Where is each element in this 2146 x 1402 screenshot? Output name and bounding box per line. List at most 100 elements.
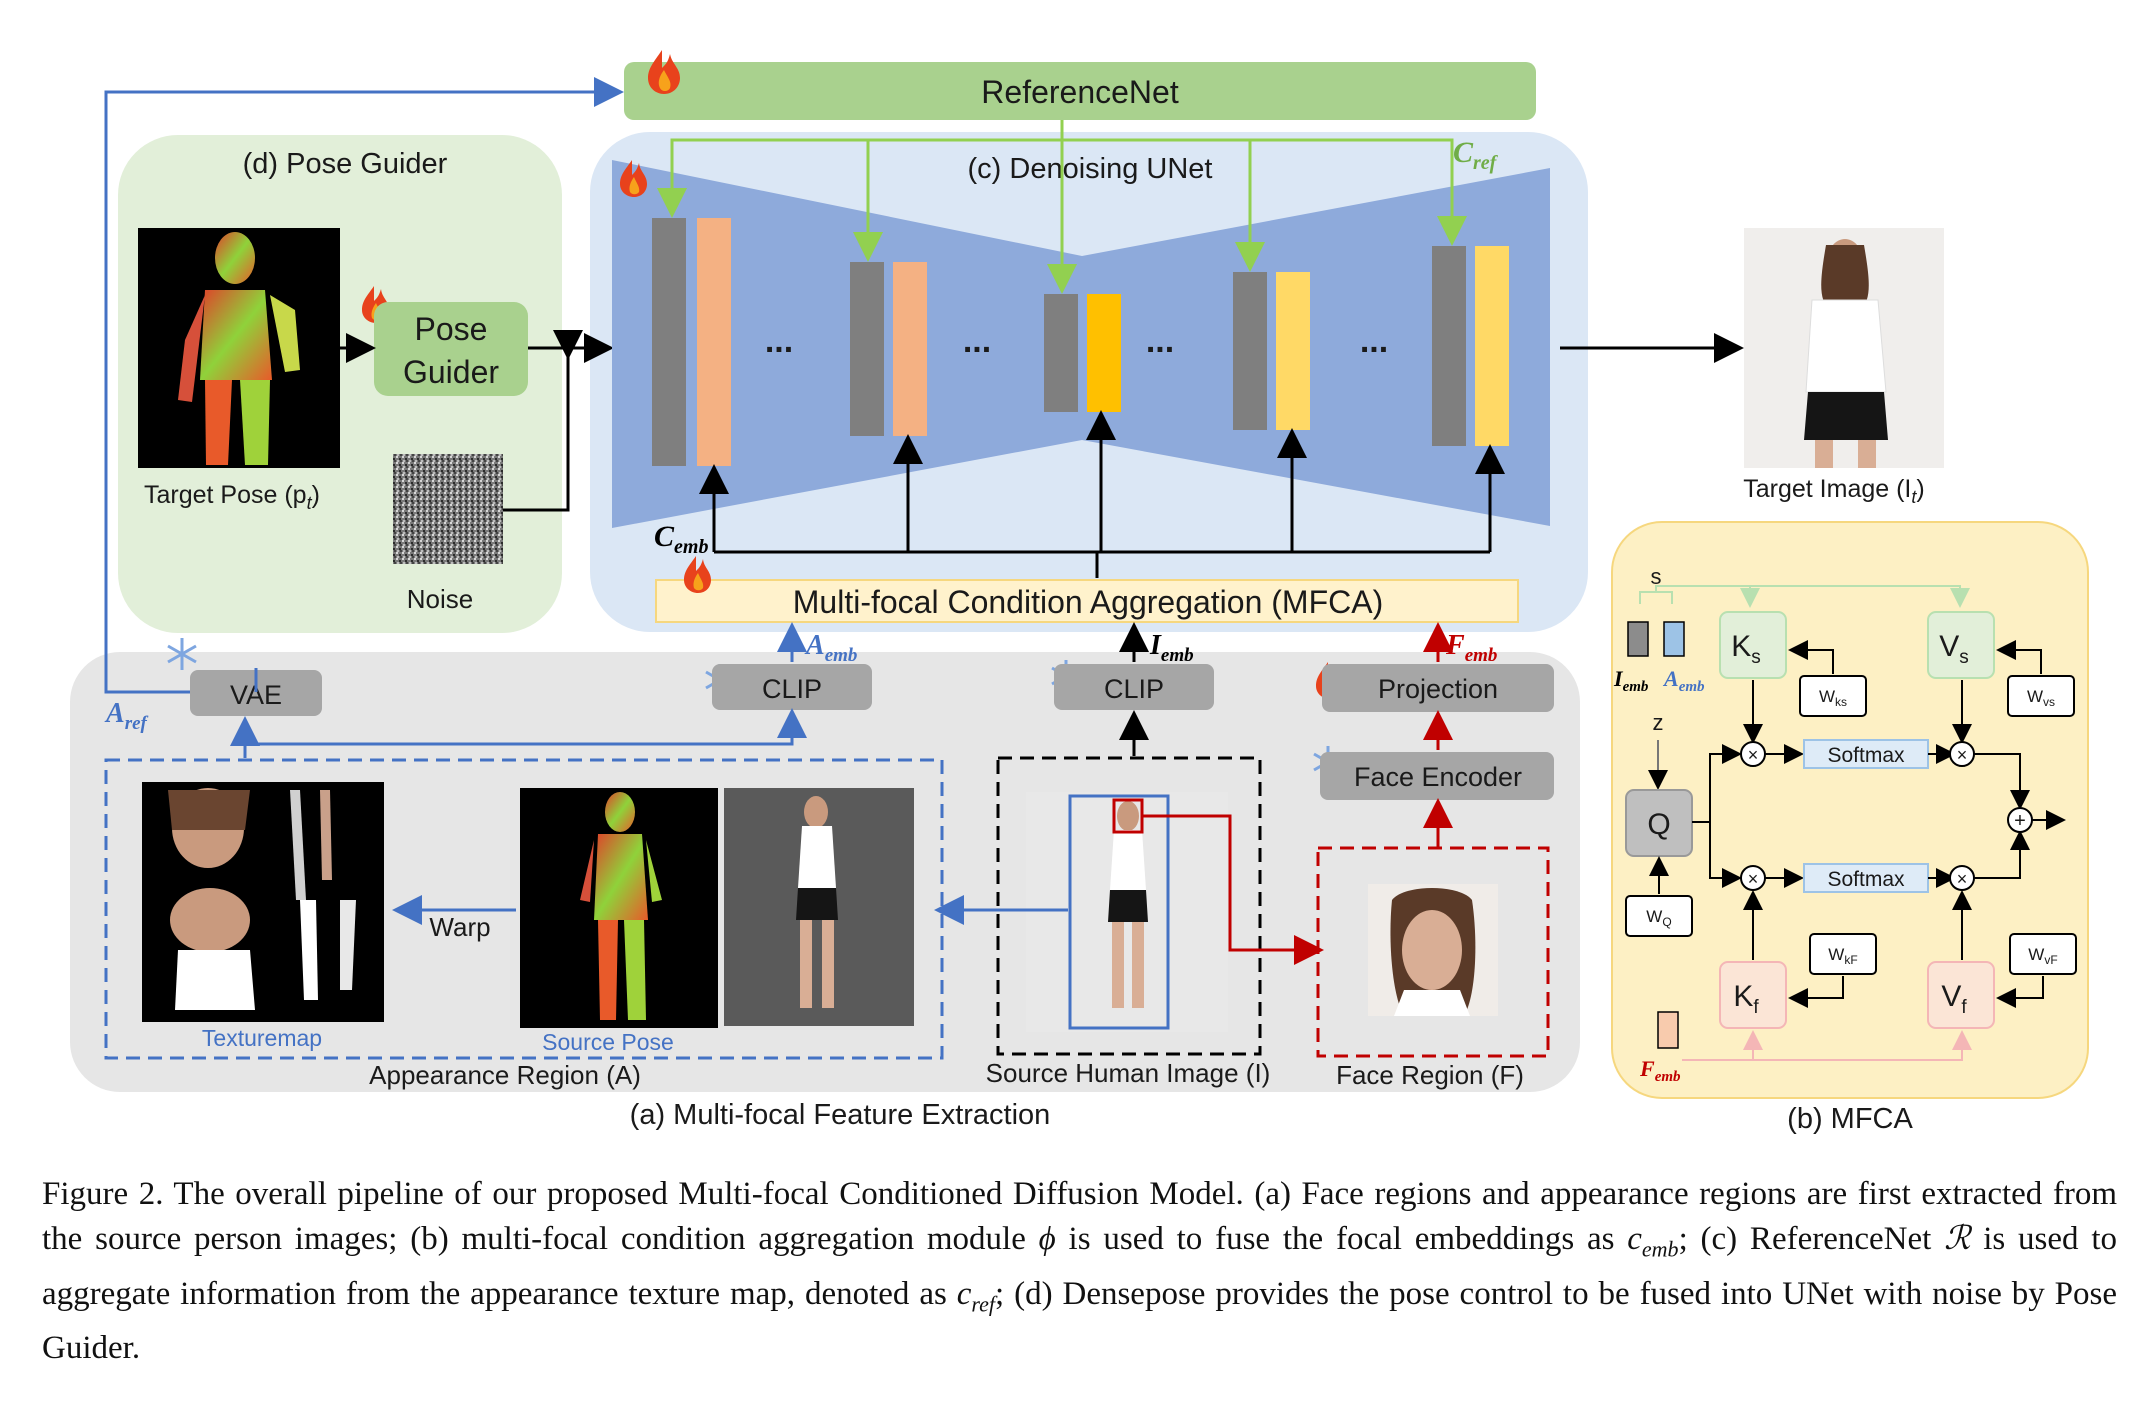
- mfca-diagram: s Iemb Aemb Ks Vs Wks Wvs z Q WQ × Softm: [1613, 564, 2077, 1085]
- softmax-upper: [1803, 739, 1929, 769]
- softmax-lower: [1803, 863, 1929, 893]
- ks-block: [1719, 611, 1787, 679]
- q-label: Q: [1647, 808, 1670, 841]
- caption-cemb-sub: emb: [1641, 1236, 1679, 1262]
- appearance-feed-lines: [104, 92, 807, 758]
- source-person-figure: [1108, 801, 1148, 1008]
- unet-feature-block: [1276, 272, 1310, 430]
- face-region-label: Face Region (F): [1336, 1060, 1524, 1090]
- clip-source-label: CLIP: [1104, 674, 1164, 704]
- mfca-f-emb-label: Femb: [1639, 1056, 1681, 1085]
- pose-guider-panel-title: (d) Pose Guider: [243, 148, 448, 180]
- caption-text: ; (d) Densepose provides the pose contro…: [42, 1275, 2118, 1367]
- unet-feature-block: [1087, 294, 1121, 412]
- flame-icon: [684, 556, 711, 593]
- feature-extraction-panel-title: (a) Multi-focal Feature Extraction: [630, 1099, 1051, 1131]
- unet-shape: [612, 160, 1550, 528]
- clip-appearance-block: [712, 664, 872, 710]
- multiply-symbol: ×: [1748, 869, 1759, 889]
- face-crop: [1390, 888, 1476, 1016]
- wvf-block: [2009, 933, 2077, 975]
- clip-appearance-label: CLIP: [762, 674, 822, 704]
- referencenet-label: ReferenceNet: [981, 74, 1179, 110]
- referencenet-feed-lines: [657, 120, 1467, 294]
- mfca-s-label: s: [1651, 564, 1662, 589]
- face-encoder-label: Face Encoder: [1354, 762, 1522, 792]
- unet-feature-block: [697, 218, 731, 466]
- face-encoder-block: [1320, 752, 1554, 800]
- ellipsis: ...: [1360, 322, 1388, 360]
- a-emb-cube: [1663, 621, 1685, 657]
- unet-panel-title: (c) Denoising UNet: [968, 153, 1213, 185]
- warp-label: Warp: [429, 912, 490, 942]
- multiply-symbol: ×: [1748, 745, 1759, 765]
- appearance-region-box: [104, 758, 944, 1060]
- source-human-label: Source Human Image (I): [986, 1058, 1271, 1088]
- unet-gray-block: [652, 218, 686, 466]
- a-ref-label: Aref: [104, 698, 149, 734]
- texturemap-label: Texturemap: [202, 1025, 322, 1051]
- caption-cref-sub: ref: [971, 1291, 996, 1317]
- gray-person-figure: [796, 796, 838, 1008]
- source-pose-label: Source Pose: [542, 1029, 674, 1055]
- ellipsis: ...: [963, 322, 991, 360]
- pipeline-figure: ReferenceNet (d) Pose Guider Target Pose…: [70, 50, 2089, 1135]
- target-pose-label: Target Pose (pt): [144, 481, 320, 513]
- wvs-label: Wvs: [2027, 687, 2055, 709]
- clip-source-block: [1054, 664, 1214, 710]
- mfca-i-emb-label: Iemb: [1613, 666, 1649, 695]
- caption-cemb: c: [1627, 1221, 1642, 1257]
- source-pose-figure: [580, 792, 662, 1020]
- target-image-person: [1804, 239, 1888, 468]
- unet-feature-block: [1475, 246, 1509, 446]
- snowflake-icon: [167, 638, 197, 670]
- f-emb-label: Femb: [1445, 630, 1497, 666]
- c-emb-label: Cemb: [654, 520, 708, 558]
- unet-feature-block: [893, 262, 927, 436]
- mfca-a-emb-label: Aemb: [1662, 666, 1705, 695]
- person-bbox: [1068, 794, 1170, 1030]
- pose-guider-block: [374, 302, 528, 396]
- ks-label: Ks: [1731, 630, 1761, 668]
- target-pose-figure: [178, 232, 300, 465]
- wkf-label: WkF: [1828, 945, 1857, 967]
- figure-caption: Figure 2. The overall pipeline of our pr…: [42, 1172, 2117, 1371]
- mfca-z-label: z: [1653, 710, 1664, 735]
- kf-label: Kf: [1733, 980, 1759, 1018]
- caption-r: ℛ: [1944, 1221, 1971, 1257]
- wkf-block: [1809, 933, 1877, 975]
- caption-text: Figure 2. The overall pipeline of our pr…: [42, 1176, 2117, 1257]
- target-image-label: Target Image (It): [1743, 475, 1924, 507]
- source-human-region-box: [996, 756, 1262, 1056]
- wks-label: Wks: [1819, 687, 1847, 709]
- multiply-symbol: ×: [1957, 869, 1968, 889]
- caption-text: is used to aggregate information from th…: [42, 1221, 2117, 1312]
- unet-gray-block: [850, 262, 884, 436]
- vs-block: [1927, 611, 1995, 679]
- f-emb-cube: [1657, 1011, 1679, 1049]
- caption-phi: ϕ: [1038, 1221, 1056, 1257]
- a-emb-label: Aemb: [804, 630, 857, 666]
- noise-label: Noise: [407, 584, 473, 614]
- appearance-region-label: Appearance Region (A): [369, 1060, 641, 1090]
- i-emb-label: Iemb: [1149, 630, 1194, 666]
- softmax-lower-label: Softmax: [1827, 868, 1905, 891]
- projection-label: Projection: [1378, 674, 1498, 704]
- vf-label: Vf: [1941, 980, 1967, 1018]
- add-symbol: +: [2014, 810, 2026, 832]
- wvs-block: [2007, 675, 2075, 717]
- wq-label: WQ: [1646, 907, 1671, 929]
- ellipsis: ...: [765, 322, 793, 360]
- multiply-symbol: ×: [1957, 745, 1968, 765]
- ellipsis: ...: [1146, 322, 1174, 360]
- unet-gray-block: [1044, 294, 1078, 412]
- caption-text: ; (c) ReferenceNet: [1678, 1221, 1945, 1257]
- pose-guider-block-line1: Pose: [415, 311, 488, 347]
- i-emb-cube: [1627, 621, 1649, 657]
- softmax-upper-label: Softmax: [1827, 744, 1905, 767]
- wks-block: [1799, 675, 1867, 717]
- wvf-label: WvF: [2028, 945, 2057, 967]
- source-to-face-arrow: [1142, 814, 1324, 965]
- flame-icon: [620, 160, 647, 197]
- unet-gray-block: [1432, 246, 1466, 446]
